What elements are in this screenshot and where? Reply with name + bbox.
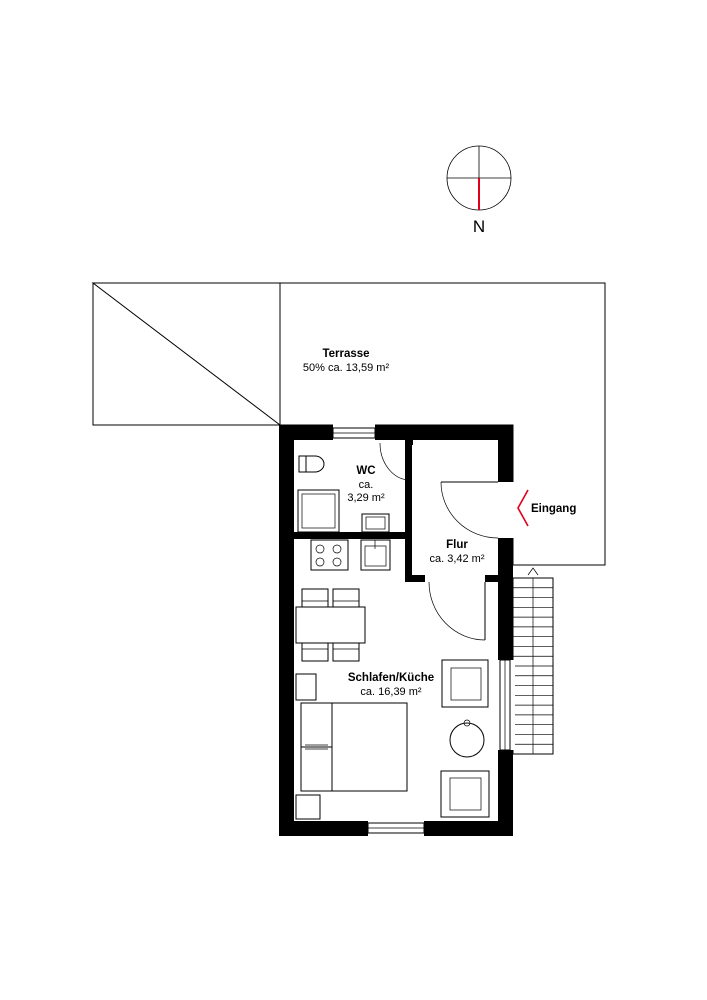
wc-sink [361, 513, 390, 533]
entrance-door [440, 481, 499, 539]
side-cabinet [295, 673, 317, 701]
wc-name: WC [356, 465, 375, 477]
window-right [499, 659, 511, 751]
flur-area: ca. 3,42 m² [429, 553, 484, 565]
dining-table [295, 588, 366, 662]
compass-north-label: N [473, 217, 485, 236]
entrance-arrow [517, 489, 529, 527]
entrance-label: Eingang [531, 503, 576, 515]
kitchen-sink [360, 539, 391, 571]
compass: N [446, 145, 512, 236]
interior-walls [294, 440, 498, 582]
schlafen-area: ca. 16,39 m² [360, 686, 421, 698]
terrace-area: 50% ca. 13,59 m² [303, 362, 390, 374]
wc-door [379, 440, 413, 481]
wc-area-line2: 3,29 m² [347, 492, 385, 504]
round-table [449, 719, 485, 758]
shower [297, 489, 340, 533]
window-bottom [367, 822, 425, 834]
nightstand [295, 794, 321, 820]
staircase [512, 567, 554, 755]
flur-name: Flur [446, 539, 468, 551]
wc-area-line1: ca. [359, 479, 374, 491]
bed [300, 702, 408, 792]
toilet [298, 455, 325, 473]
schlafen-name: Schlafen/Küche [348, 672, 434, 684]
armchair-top [441, 659, 489, 708]
room-door [428, 581, 486, 641]
terrace-name: Terrasse [322, 348, 369, 360]
window-top [332, 427, 376, 439]
armchair-bottom [440, 770, 490, 818]
stove [310, 539, 349, 571]
